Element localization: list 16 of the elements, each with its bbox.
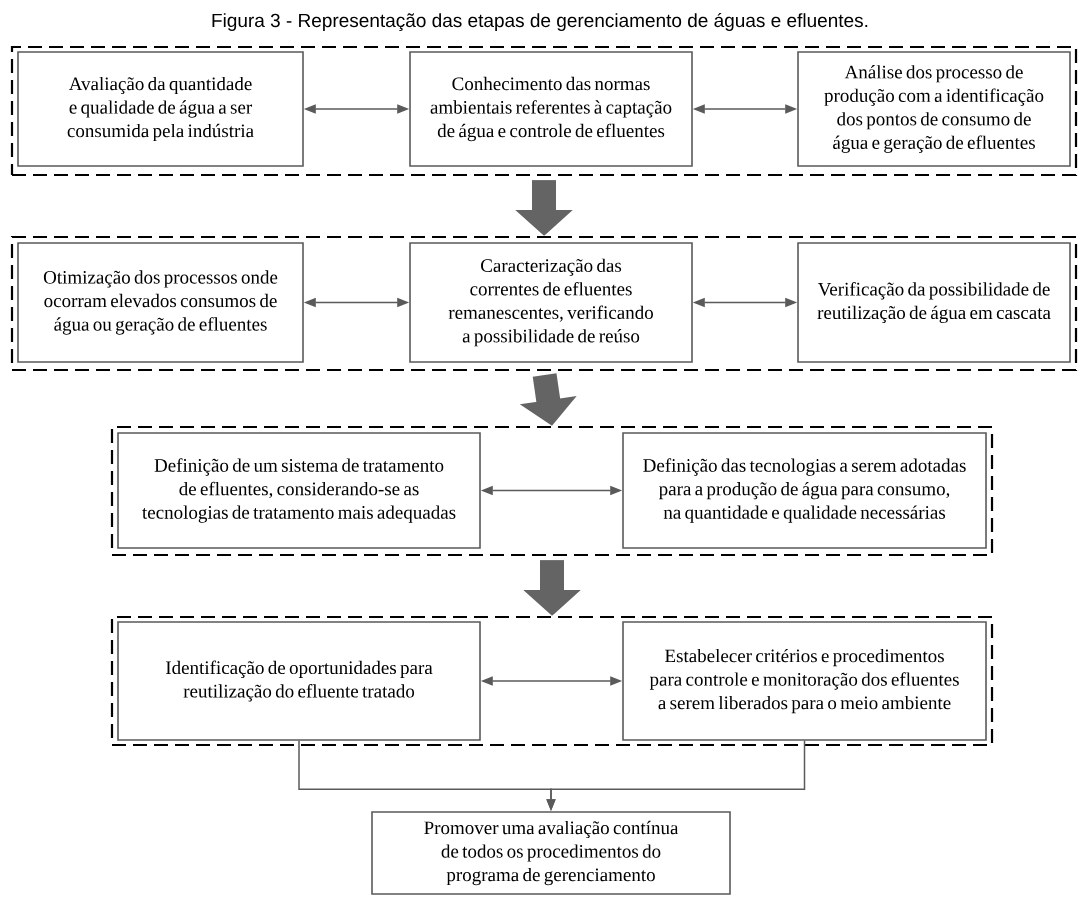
process-box: Promover uma avaliação contínua de todos os procedimentos do programa de gerenciamento (371, 811, 731, 895)
dashed-group-frame (110, 615, 994, 747)
figure-title: Figura 3 - Representação das etapas de gerenciamento de águas e efluentes. (212, 13, 868, 31)
dashed-group-frame (10, 235, 1078, 372)
dashed-group-frame (10, 45, 1078, 177)
dashed-group-frame (110, 425, 994, 557)
process-box: Definição de um sistema de tratamento de efluentes, considerando-se as tecnologias de tratamento mais adequadas (117, 432, 481, 549)
process-box: Definição das tecnologias a serem adotadas para a produção de água para consumo, na quantidade e qualidade necessárias (622, 432, 987, 549)
process-box: Análise dos processo de produção com a identificação dos pontos de consumo de água e geração de efluentes (797, 51, 1071, 167)
process-box: Otimização dos processos onde ocorram elevados consumos de água ou geração de efluentes (17, 242, 304, 363)
process-box: Verificação da possibilidade de reutilização de água em cascata (797, 242, 1071, 363)
process-box: Identificação de oportunidades para reutilização do efluente tratado (117, 621, 481, 741)
process-box: Caracterização das correntes de efluentes remanescentes, verificando a possibilidade de reúso (409, 242, 693, 363)
process-box: Conhecimento das normas ambientais referentes à captação de água e controle de efluentes (409, 51, 693, 167)
process-box: Estabelecer critérios e procedimentos para controle e monitoração dos efluentes a serem liberados para o meio ambiente (622, 621, 987, 741)
process-box: Avaliação da quantidade e qualidade de água a ser consumida pela indústria (17, 51, 304, 167)
